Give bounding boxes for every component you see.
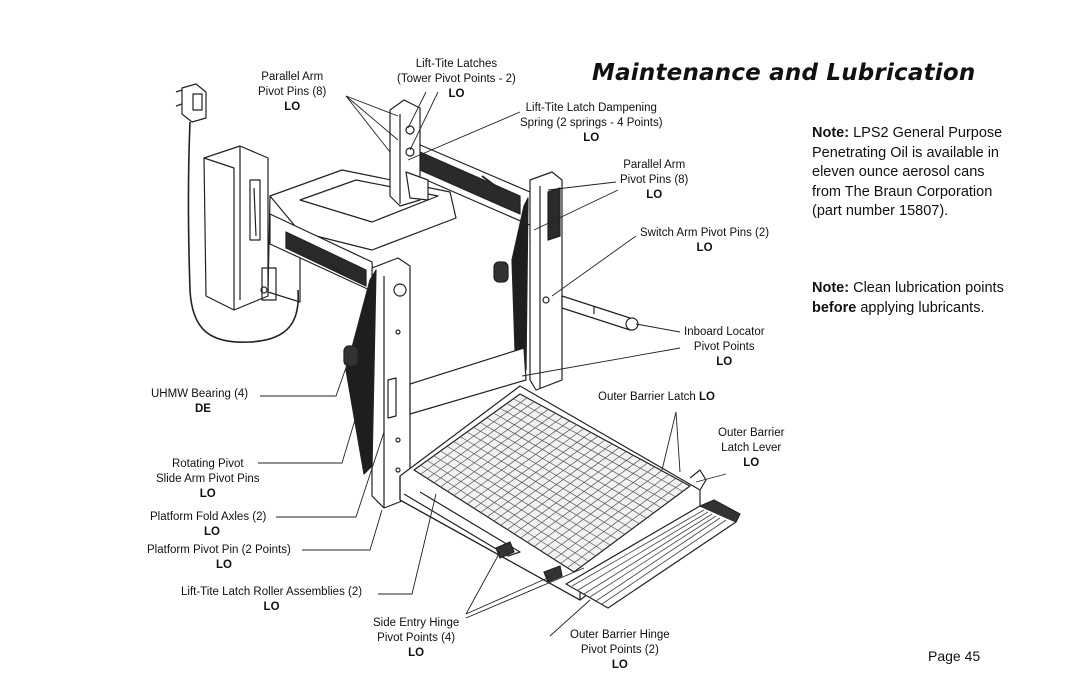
note-text: LPS2 General Purpose Penetrating Oil is …: [812, 125, 1003, 219]
label-outer-barrier-hinge: Outer Barrier Hinge Pivot Points (2) LO: [570, 629, 670, 671]
leader-lines: [258, 91, 727, 637]
power-pack-icon: [203, 145, 277, 311]
deck-grate-line: [433, 455, 596, 557]
deck-grate-line: [453, 441, 618, 541]
deck-grate-line: [499, 407, 669, 503]
label-parallel-arm-left: Parallel Arm Pivot Pins (8) LO: [258, 71, 327, 113]
label-side-entry-hinge: Side Entry Hinge Pivot Points (4) LO: [373, 617, 460, 659]
note-lead: Note:: [812, 125, 850, 141]
deck-grate-line: [493, 412, 662, 508]
note-text: applying lubricants.: [860, 299, 985, 316]
right-tower-icon: [511, 171, 563, 391]
deck-grate-line: [427, 460, 589, 562]
parallel-arms-icon: [269, 137, 533, 293]
note-emphasis: before: [812, 299, 857, 316]
label-rotating-pivot: Rotating Pivot Slide Arm Pivot Pins LO: [156, 458, 260, 500]
page-title: Maintenance and Lubrication: [592, 60, 976, 86]
page-number: Page 45: [928, 648, 981, 664]
label-lift-tite-latches: Lift-Tite Latches (Tower Pivot Points - …: [397, 58, 516, 100]
deck-grate-line: [420, 464, 582, 567]
label-uhmw-bearing: UHMW Bearing (4) DE: [151, 388, 249, 415]
uhmw-bearing-icon: [343, 261, 509, 367]
outer-barrier-icon: [495, 469, 741, 609]
note-text: Clean lubrication points: [853, 280, 1004, 296]
label-platform-fold-axles: Platform Fold Axles (2) LO: [150, 511, 267, 538]
label-outer-barrier-latch-lever: Outer Barrier Latch Lever LO: [718, 427, 785, 469]
deck-grate-line: [460, 436, 625, 535]
deck-grate-line: [513, 398, 683, 492]
note-clean-points: Note: Clean lubrication points before ap…: [812, 279, 1012, 318]
note-lps2-oil: Note: LPS2 General Purpose Penetrating O…: [812, 124, 1012, 222]
deck-grate-line: [473, 426, 640, 524]
deck-grate-line: [440, 450, 604, 551]
deck-grate-line: [480, 422, 647, 519]
label-parallel-arm-right: Parallel Arm Pivot Pins (8) LO: [620, 159, 689, 201]
label-switch-arm-pivot-pins: Switch Arm Pivot Pins (2) LO: [640, 227, 770, 254]
deck-grate-line: [446, 445, 611, 546]
pendant-control-icon: [175, 83, 300, 343]
label-inboard-locator: Inboard Locator Pivot Points LO: [684, 326, 765, 368]
deck-grate-line: [486, 417, 654, 514]
label-latch-dampening-spring: Lift-Tite Latch Dampening Spring (2 spri…: [520, 102, 663, 144]
label-latch-roller-assemblies: Lift-Tite Latch Roller Assemblies (2) LO: [181, 586, 363, 613]
left-tower-icon: [345, 257, 411, 509]
deck-grate-line: [506, 403, 676, 498]
note-lead: Note:: [812, 280, 850, 296]
rear-tower-icon: [389, 99, 429, 207]
label-platform-pivot-pin: Platform Pivot Pin (2 Points) LO: [147, 544, 291, 571]
inboard-locator-icon: [561, 295, 639, 331]
deck-grate-line: [466, 431, 633, 530]
label-outer-barrier-latch: Outer Barrier Latch LO: [598, 391, 715, 403]
